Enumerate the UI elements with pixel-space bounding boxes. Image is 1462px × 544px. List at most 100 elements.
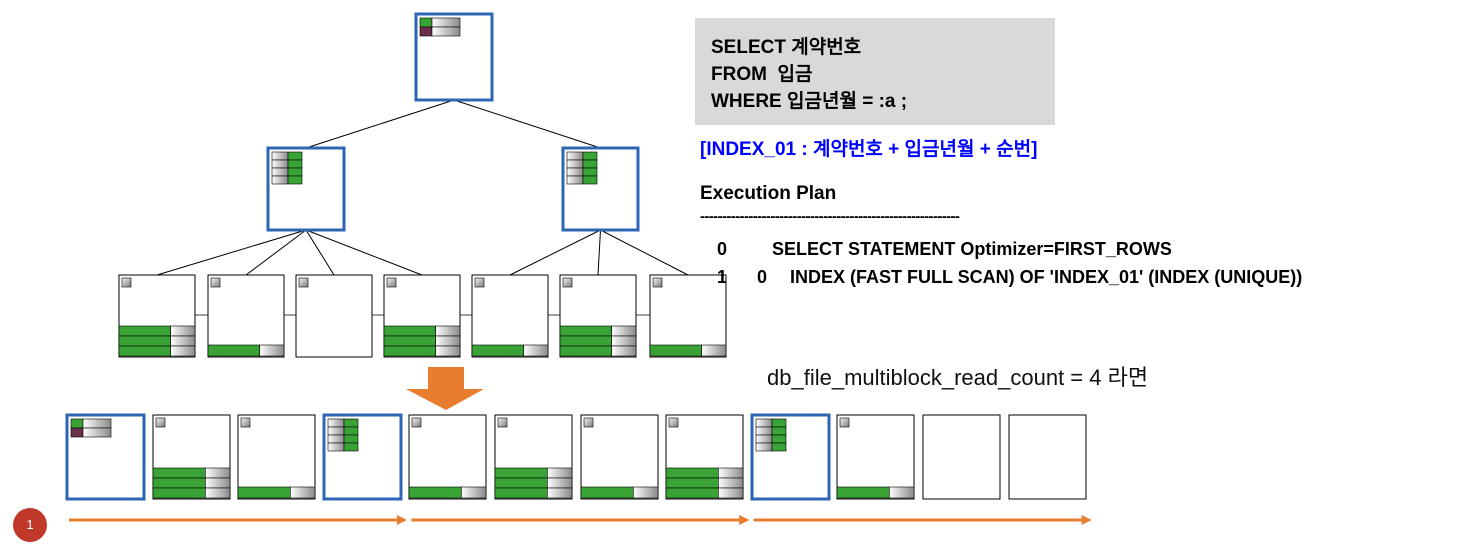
branch-entry-key [287, 167, 303, 177]
branch-block [561, 146, 640, 232]
leaf-row-key [649, 344, 702, 357]
leaf-row-rowid [205, 487, 231, 499]
leaf-row-rowid [547, 477, 573, 489]
block-header-marker [474, 277, 485, 288]
branch-entry-pointer [566, 175, 584, 185]
root-block [414, 12, 494, 102]
leaf-block [559, 274, 637, 358]
block-frame [237, 414, 316, 500]
leaf-row-rowid [170, 345, 196, 357]
block-frame [649, 274, 727, 358]
leaf-row-rowid [633, 486, 659, 499]
physical-block [1008, 414, 1087, 500]
tree-connector [305, 229, 423, 276]
branch-entry-key [771, 426, 787, 436]
leaf-row-rowid [701, 344, 727, 357]
branch-entry-key [287, 151, 303, 161]
leaf-row-key [494, 467, 548, 479]
leaf-row-key [383, 345, 436, 357]
multiblock-read-count-note: db_file_multiblock_read_count = 4 라면 [767, 365, 1149, 390]
leaf-row-key [383, 325, 436, 337]
block-frame [207, 274, 285, 358]
leaf-row-rowid [547, 487, 573, 499]
leaf-row-rowid [889, 486, 915, 499]
branch-entry-key [343, 442, 359, 452]
branch-entry-pointer [566, 159, 584, 169]
block-frame [471, 274, 549, 358]
branch-entry-key [771, 442, 787, 452]
physical-block [922, 414, 1001, 500]
block-header-marker [583, 417, 594, 428]
block-header-marker [386, 277, 397, 288]
physical-block [836, 414, 915, 500]
leaf-row-rowid [435, 325, 461, 337]
leaf-row-key [665, 467, 719, 479]
physical-block [152, 414, 231, 500]
branch-entry-key [582, 175, 598, 185]
block-header-marker [668, 417, 679, 428]
branch-entry-key [771, 434, 787, 444]
block-header-marker [155, 417, 166, 428]
physical-block [65, 413, 146, 501]
root-entry-marker [419, 26, 433, 37]
execution-plan-separator: ----------------------------------------… [700, 208, 960, 225]
root-entry-pointer [82, 427, 112, 438]
physical-block [322, 413, 403, 501]
branch-entry-pointer [755, 426, 773, 436]
root-entry-marker [70, 427, 84, 438]
leaf-row-key [665, 487, 719, 499]
sql-query-box [695, 18, 1055, 125]
tree-connector [156, 229, 307, 276]
branch-entry-pointer [271, 175, 289, 185]
leaf-row-rowid [718, 477, 744, 489]
branch-entry-pointer [566, 167, 584, 177]
physical-block [408, 414, 487, 500]
leaf-row-rowid [170, 325, 196, 337]
root-entry-pointer [431, 17, 461, 28]
leaf-row-rowid [611, 325, 637, 337]
branch-entry-key [582, 151, 598, 161]
branch-entry-pointer [271, 159, 289, 169]
leaf-row-key [152, 467, 206, 479]
branch-entry-key [343, 426, 359, 436]
root-entry-marker [70, 418, 84, 429]
branch-entry-pointer [327, 434, 345, 444]
execution-plan-title: Execution Plan [700, 183, 837, 204]
leaf-block [207, 274, 285, 358]
tree-connector [600, 229, 689, 276]
branch-entry-key [582, 159, 598, 169]
down-arrow-shape [406, 367, 484, 410]
plan-row-1-operation: INDEX (FAST FULL SCAN) OF 'INDEX_01' (IN… [790, 267, 1303, 287]
leaf-row-key [408, 486, 462, 499]
index-definition: [INDEX_01 : 계약번호 + 입금년월 + 순번] [700, 139, 1038, 160]
leaf-row-rowid [259, 344, 285, 357]
sql-line-from: FROM 입금 [711, 64, 813, 85]
block-header-marker [839, 417, 850, 428]
leaf-row-rowid [170, 335, 196, 347]
plan-row-1-parent: 0 [757, 267, 768, 287]
root-entry-pointer [431, 26, 461, 37]
branch-entry-pointer [271, 151, 289, 161]
plan-row-1-id: 1 [717, 267, 728, 287]
leaf-row-key [665, 477, 719, 489]
leaf-row-key [152, 487, 206, 499]
branch-entry-key [343, 418, 359, 428]
block-header-marker [411, 417, 422, 428]
down-arrow [406, 367, 484, 410]
leaf-row-rowid [290, 486, 316, 499]
physical-block [580, 414, 659, 500]
root-entry-marker [419, 17, 433, 28]
branch-entry-key [582, 167, 598, 177]
leaf-row-rowid [205, 477, 231, 489]
physical-block [237, 414, 316, 500]
leaf-row-key [580, 486, 634, 499]
block-frame [1008, 414, 1087, 500]
physical-block [750, 413, 831, 501]
branch-entry-pointer [755, 434, 773, 444]
leaf-row-key [559, 345, 612, 357]
leaf-row-rowid [611, 335, 637, 347]
leaf-row-rowid [205, 467, 231, 479]
leaf-row-rowid [718, 467, 744, 479]
block-frame [408, 414, 487, 500]
